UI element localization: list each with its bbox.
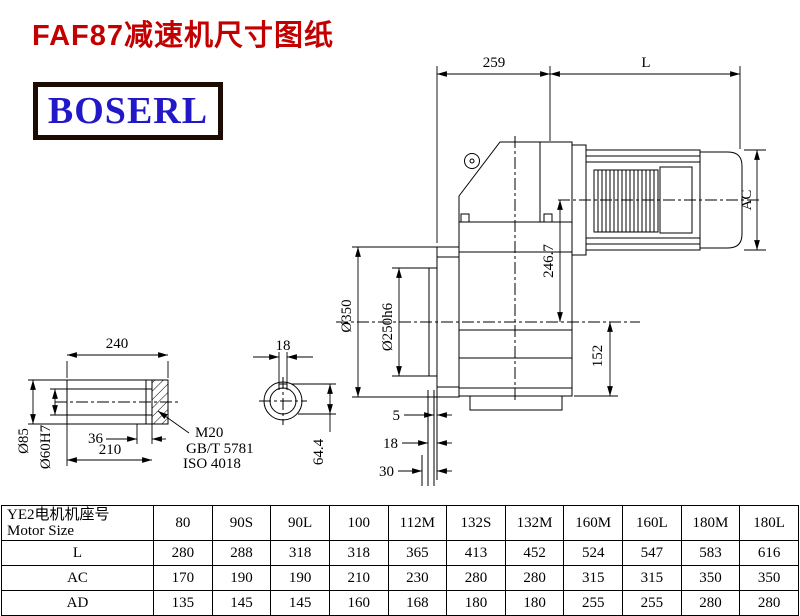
frame-size-col: 132M [504,505,565,541]
centerlines [336,136,762,402]
table-row-L: L 280 288 318 318 365 413 452 524 547 58… [1,540,799,566]
table-header-row: YE2电机机座号 Motor Size 80 90S 90L 100 112M … [1,505,799,541]
dimensions-section: 18 64.4 [253,338,336,465]
table-cell: 180 [504,590,565,616]
table-cell: 616 [739,540,799,566]
table-cell: 318 [328,540,389,566]
thread-label: M20 [195,425,223,441]
table-cell: 160 [328,590,389,616]
bolt-icon [543,213,553,223]
table-cell: 170 [153,565,213,591]
bolt-icon [460,213,470,223]
frame-size-col: 180M [680,505,741,541]
table-cell: 280 [504,565,565,591]
table-cell: 190 [270,565,330,591]
frame-size-col: 160L [622,505,682,541]
brand-logo: BOSERL [33,82,223,140]
standard-gb: GB/T 5781 [186,441,254,457]
table-cell: 210 [328,565,389,591]
motor-size-header-cell: YE2电机机座号 Motor Size [1,505,154,541]
table-cell: 280 [153,540,213,566]
motor-size-header-en: Motor Size [7,523,75,539]
table-cell: 255 [622,590,682,616]
dim-label-152: 152 [590,345,606,368]
dim-label-30: 30 [379,464,394,480]
page-title: FAF87减速机尺寸图纸 [32,20,335,52]
dim-label-18-keyway: 18 [276,338,291,354]
table-row-AD: AD 135 145 145 160 168 180 180 255 255 2… [1,590,799,616]
frame-size-col: 160M [563,505,623,541]
brand-logo-text: BOSERL [47,90,209,132]
frame-size-col: 180L [739,505,799,541]
table-cell: 315 [563,565,623,591]
row-label-L: L [1,540,154,566]
table-cell: 168 [387,590,448,616]
frame-size-col: 90S [211,505,272,541]
table-cell: 452 [504,540,565,566]
main-view: 259 L AC 246.7 152 [336,55,766,486]
frame-size-col: 132S [446,505,506,541]
motor-size-header-cn: YE2电机机座号 [7,507,110,523]
table-row-AC: AC 170 190 190 210 230 280 280 315 315 3… [1,565,799,591]
dim-label-85: Ø85 [16,428,32,454]
frame-size-col: 80 [153,505,213,541]
table-cell: 280 [680,590,741,616]
lifting-lug-icon [464,153,480,169]
frame-size-col: 100 [328,505,389,541]
motor-size-table: YE2电机机座号 Motor Size 80 90S 90L 100 112M … [1,505,799,616]
dim-label-60H7: Ø60H7 [38,424,54,469]
table-cell: 230 [387,565,448,591]
shaft-section-view: 18 64.4 [253,338,336,465]
table-cell: 135 [153,590,213,616]
dim-label-240: 240 [106,336,129,352]
table-cell: 145 [211,590,272,616]
dim-label-36: 36 [88,431,104,447]
dim-label-5: 5 [393,408,401,424]
gearbox-housing [421,141,573,486]
cad-drawing: 259 L AC 246.7 152 [16,55,766,486]
table-cell: 280 [446,565,506,591]
table-cell: 524 [563,540,623,566]
dim-label-64-4: 64.4 [311,438,327,465]
table-cell: 318 [270,540,330,566]
table-cell: 547 [622,540,682,566]
dim-label-L: L [641,55,650,71]
table-cell: 350 [739,565,799,591]
table-cell: 190 [211,565,272,591]
row-label-AD: AD [1,590,154,616]
frame-size-col: 112M [387,505,448,541]
table-cell: 280 [739,590,799,616]
housing-foot [469,395,563,411]
dim-label-210: 210 [99,442,122,458]
frame-size-col: 90L [270,505,330,541]
motor-fins [593,169,659,233]
dim-label-18-main: 18 [383,436,398,452]
standard-iso: ISO 4018 [183,456,241,472]
shaft-detail-view: 240 36 210 Ø85 Ø60H7 [16,336,254,472]
table-cell: 350 [680,565,741,591]
dimensions-main: 259 L AC 246.7 152 [339,55,766,480]
dim-label-250h6: Ø250h6 [380,302,396,351]
dimensions-shaft: 240 36 210 Ø85 Ø60H7 [16,336,254,472]
table-cell: 288 [211,540,272,566]
table-cell: 365 [387,540,448,566]
table-cell: 315 [622,565,682,591]
table-cell: 413 [446,540,506,566]
table-cell: 180 [446,590,506,616]
dim-label-259: 259 [483,55,506,71]
row-label-AC: AC [1,565,154,591]
dim-label-350: Ø350 [339,299,355,332]
table-cell: 145 [270,590,330,616]
table-cell: 255 [563,590,623,616]
dim-label-246-7: 246.7 [541,244,557,278]
dim-label-AC: AC [739,190,755,211]
table-cell: 583 [680,540,741,566]
